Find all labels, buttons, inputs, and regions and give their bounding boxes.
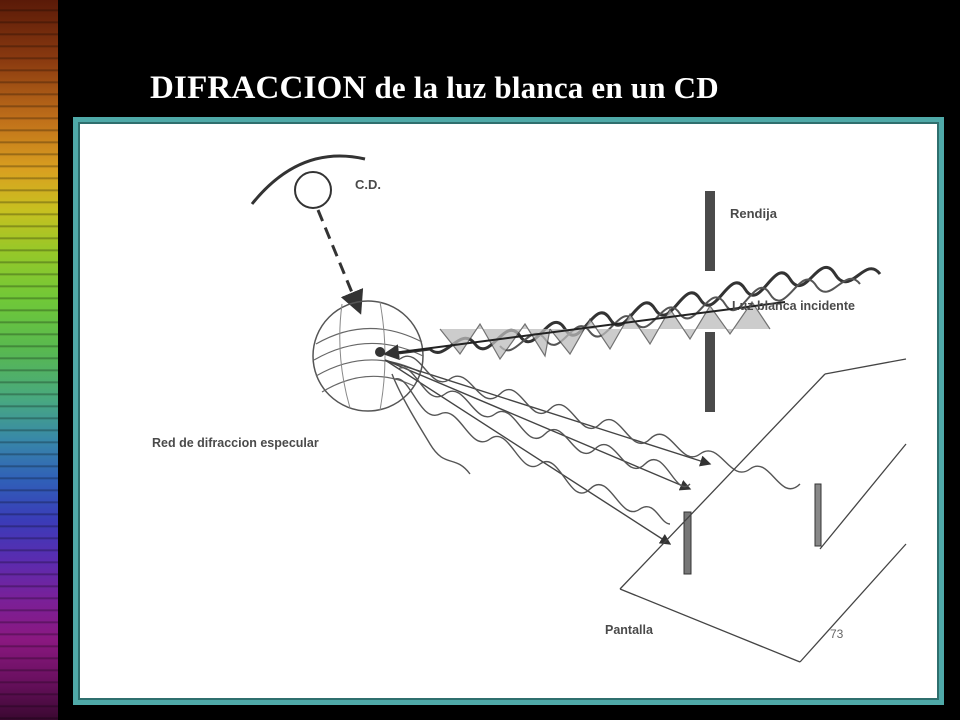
- diagram-canvas: C.D. Rendija: [78, 122, 939, 700]
- slit-bottom-bar: [705, 332, 715, 412]
- grating-label: Red de difraccion especular: [152, 436, 319, 450]
- cd-arc: [250, 154, 366, 205]
- spectrum-sidebar: [0, 0, 58, 720]
- incident-light-label: Luz blanca incidente: [732, 299, 855, 313]
- screen-right: [814, 483, 822, 547]
- diffraction-diagram: C.D. Rendija: [152, 154, 907, 663]
- screen-left: [683, 511, 692, 575]
- incident-light: [383, 265, 882, 361]
- screen-label: Pantalla: [605, 623, 654, 637]
- slit-label: Rendija: [730, 206, 778, 221]
- page-number: 73: [830, 627, 844, 641]
- slide-title-strong: DIFRACCION: [150, 70, 367, 106]
- cd-disc: [294, 171, 332, 209]
- screen-plane: [619, 358, 907, 663]
- slide-title: DIFRACCION de la luz blanca en un CD: [150, 70, 910, 107]
- slit-top-bar: [705, 191, 715, 271]
- diagram-frame: C.D. Rendija: [73, 117, 944, 705]
- diffracted-light: [384, 355, 801, 545]
- slide-title-rest: de la luz blanca en un CD: [366, 70, 719, 105]
- cd-label: C.D.: [355, 177, 381, 192]
- spectrum-sidebar-lines: [0, 0, 58, 720]
- zoom-arrow: [316, 209, 364, 315]
